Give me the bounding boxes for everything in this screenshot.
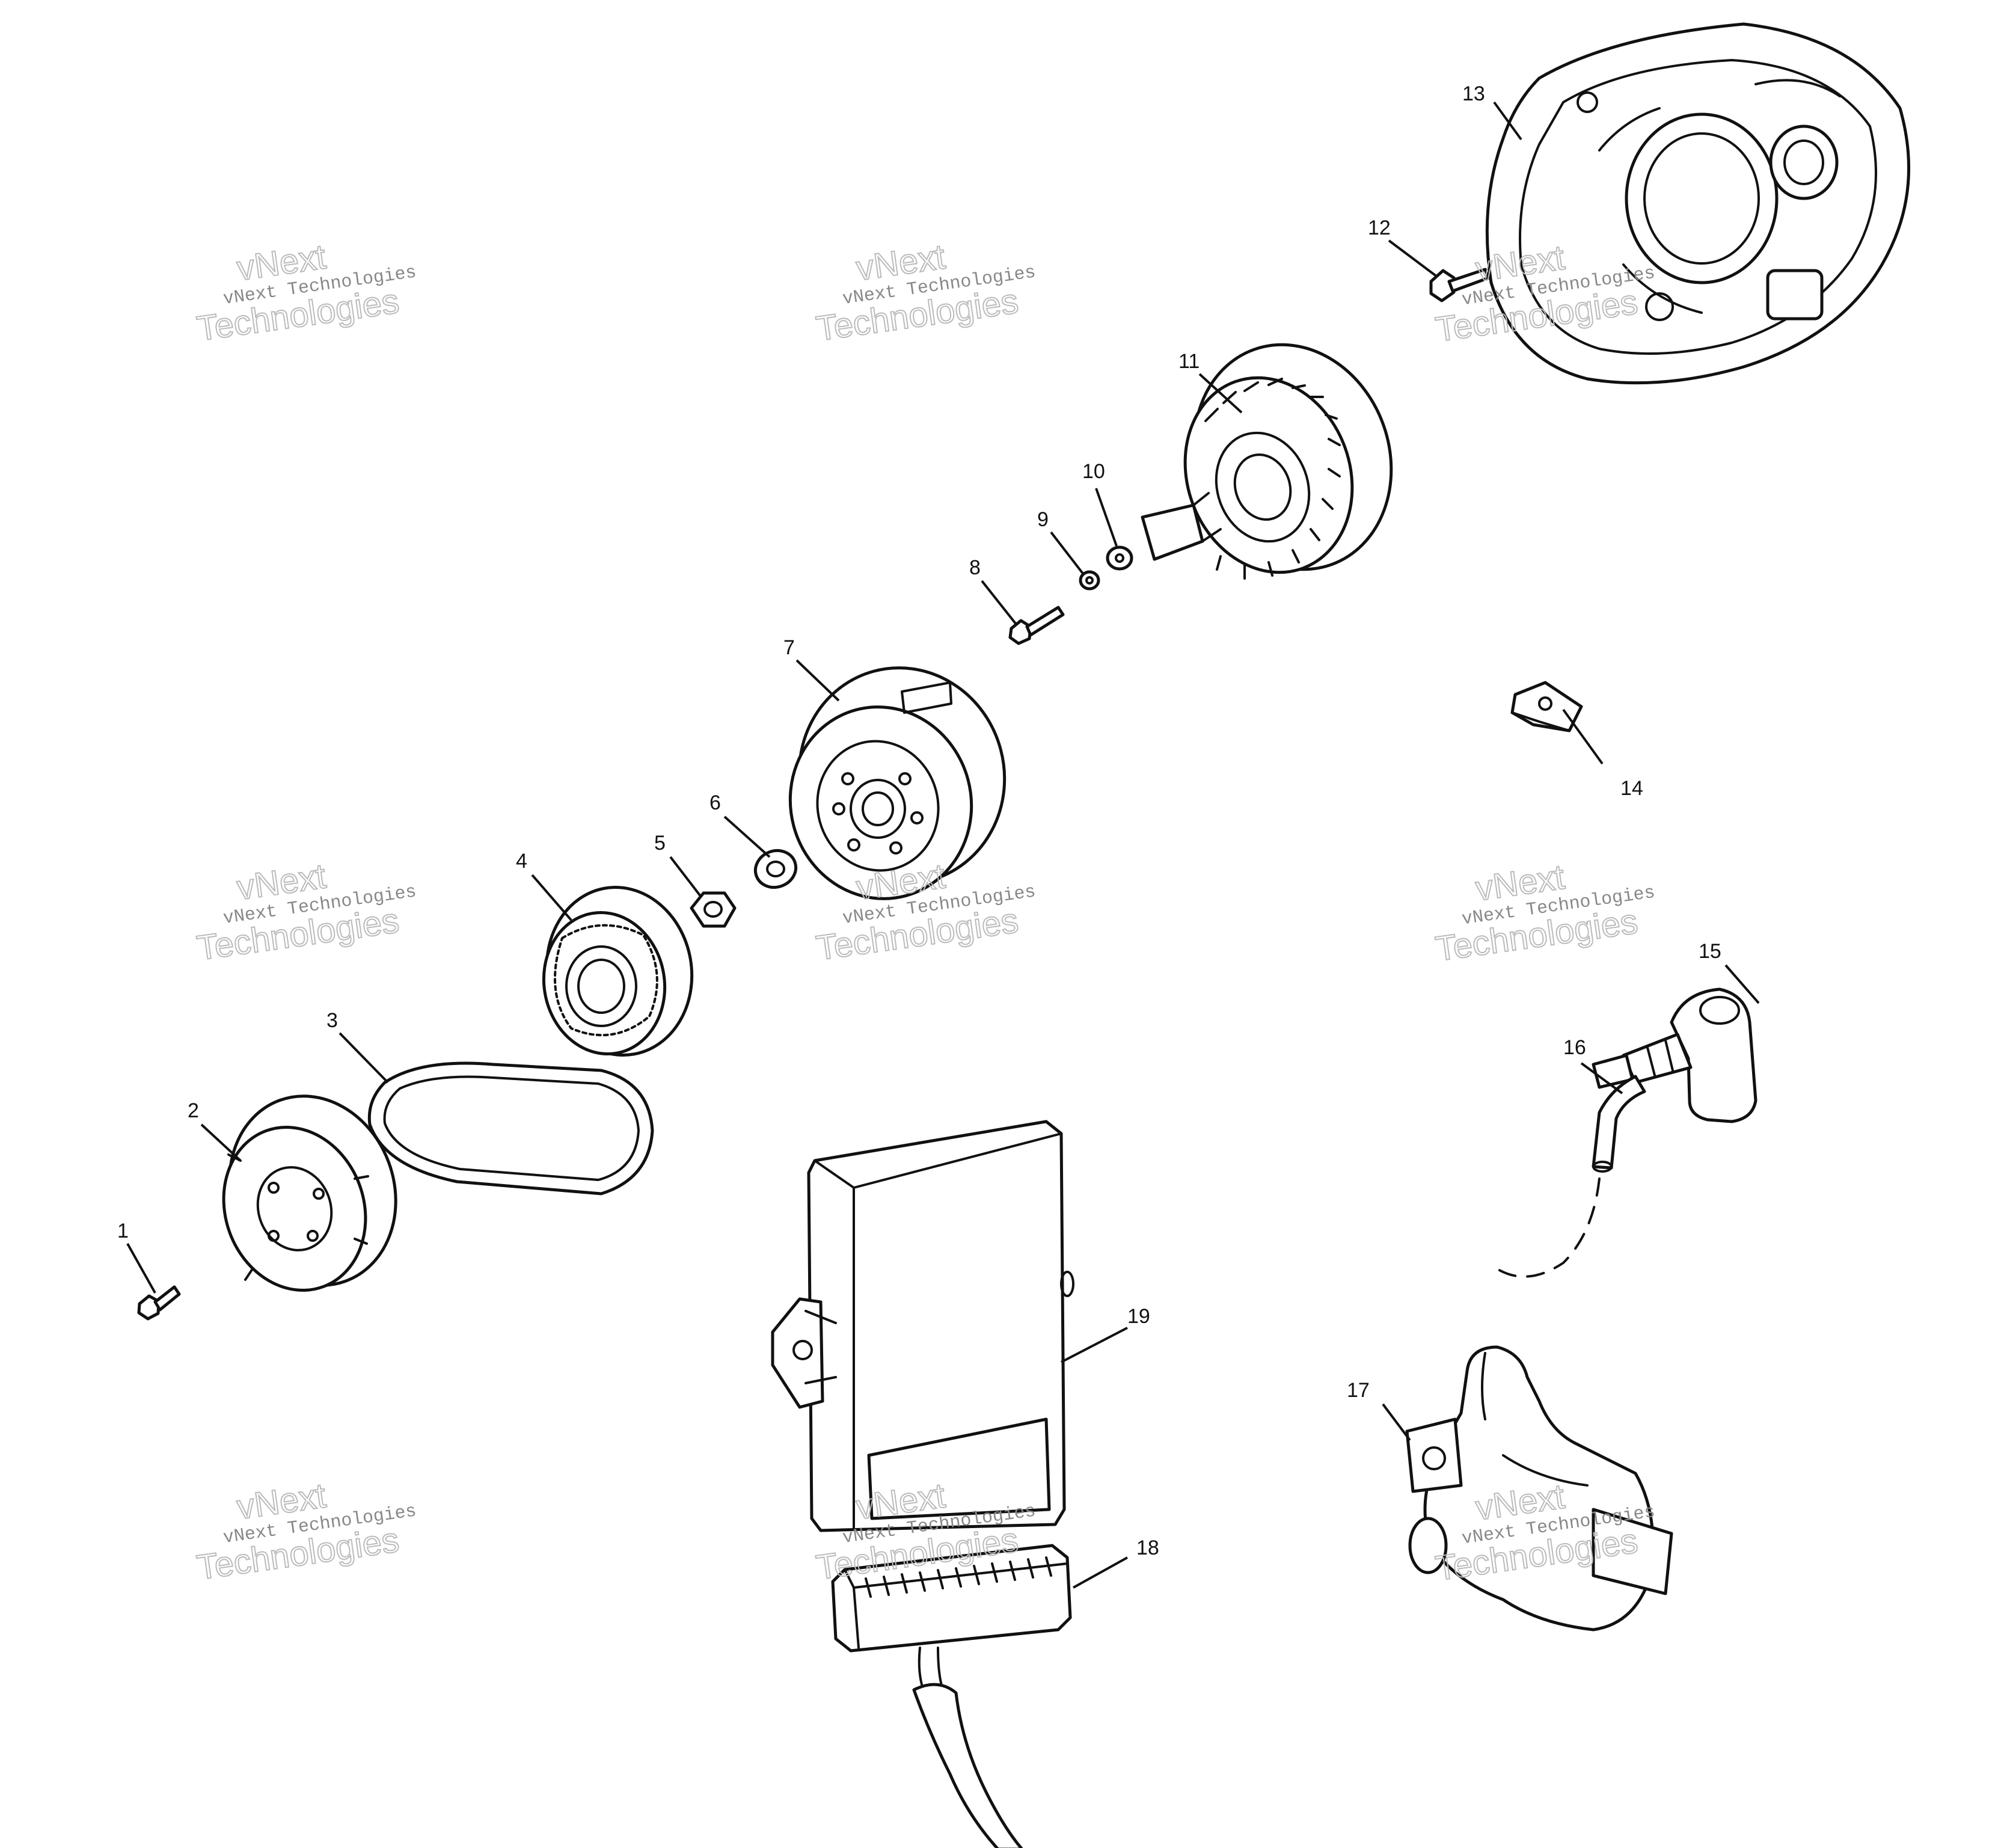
part-7-flywheel [788,666,1007,900]
part-4-starter-gear [542,886,694,1057]
watermark-top-center: vNext vNext Technologies Technologies [813,236,1037,349]
callout-14: 14 [1620,777,1643,800]
part-12-bolt [1429,268,1491,302]
callout-17: 17 [1347,1379,1370,1402]
watermark-top-left: vNext vNext Technologies Technologies [194,236,417,349]
part-5-nut [690,891,737,928]
callout-2: 2 [188,1099,199,1122]
callout-1: 1 [117,1220,129,1242]
part-6-washer [753,849,798,889]
callout-15: 15 [1699,940,1721,963]
callout-labels: 1 2 3 4 5 6 7 8 9 10 11 12 13 14 15 16 1… [117,82,1721,1559]
callout-19: 19 [1127,1305,1150,1328]
callout-5: 5 [654,832,666,855]
callout-3: 3 [326,1009,338,1032]
callout-18: 18 [1136,1536,1159,1559]
part-3-belt [367,1061,654,1196]
watermark-mid-left: vNext vNext Technologies Technologies [194,856,417,968]
callout-13: 13 [1462,82,1485,105]
part-19-cdi-box [771,1120,1074,1532]
leader-lines [126,101,1760,1589]
part-14-clip-nut [1510,681,1583,732]
part-17-ignition-coil [1405,1345,1673,1632]
part-15-spark-plug-cap [1592,987,1757,1123]
watermark-mid-right: vNext vNext Technologies Technologies [1432,857,1656,969]
callout-8: 8 [969,556,981,579]
part-11-stator [1141,343,1393,580]
callout-12: 12 [1368,216,1391,239]
callout-6: 6 [709,791,721,814]
callout-9: 9 [1037,508,1049,531]
callout-16: 16 [1563,1036,1586,1059]
callout-10: 10 [1082,460,1105,483]
part-16-ignition-wire [1496,1075,1646,1278]
callout-11: 11 [1178,350,1200,373]
part-18-connector [831,1544,1072,1848]
callout-7: 7 [783,636,795,659]
part-13-crankcase-cover [1485,22,1911,385]
part-8-screw [1008,606,1065,645]
part-1-bolt [137,1285,181,1321]
callout-4: 4 [516,850,527,873]
watermark-bottom-left: vNext vNext Technologies Technologies [194,1475,417,1588]
part-2-drive-pulley [222,1094,397,1292]
part-10-washer [1106,545,1133,571]
part-9-lock-washer [1079,570,1100,591]
